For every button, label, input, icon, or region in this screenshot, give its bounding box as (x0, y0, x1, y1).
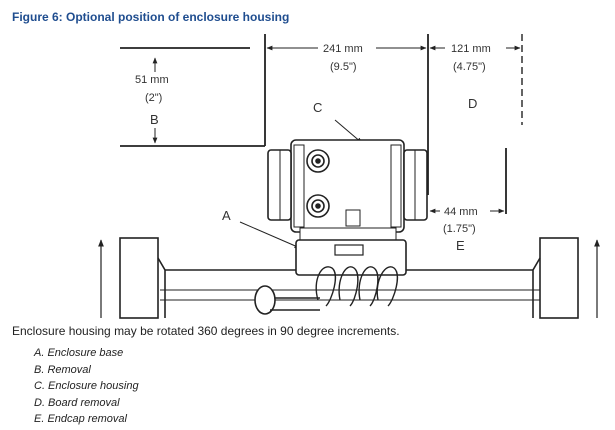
dimension-arrows (152, 45, 521, 249)
figure-title: Figure 6: Optional position of enclosure… (12, 10, 290, 24)
dim-d-letter: D (468, 96, 477, 111)
enclosure-dimension-drawing: 51 mm (2") B 241 mm (9.5") C 121 mm (4.7… (98, 34, 600, 319)
dim-d-in: (4.75") (453, 61, 486, 73)
dim-e-letter: E (456, 238, 465, 253)
dim-d-mm: 121 mm (451, 43, 491, 55)
dimension-reference-lines (120, 34, 523, 214)
end-arrows (98, 239, 600, 318)
legend-item: E. Endcap removal (34, 413, 127, 425)
legend-item: D. Board removal (34, 396, 120, 409)
dim-b-mm: 51 mm (135, 74, 169, 86)
legend-item: A. Enclosure base (34, 347, 124, 359)
figure-caption: Enclosure housing may be rotated 360 deg… (12, 324, 400, 338)
legend-item: B. Removal (34, 363, 91, 376)
legend-item: C. Enclosure housing (34, 380, 139, 392)
dim-c-in: (9.5") (330, 61, 357, 73)
dim-b-letter: B (150, 112, 159, 127)
enclosure-housing (267, 139, 428, 241)
dim-e-in: (1.75") (443, 223, 476, 235)
dim-c-letter: C (313, 100, 322, 115)
figure-legend: A. Enclosure base B. Removal C. Enclosur… (34, 345, 139, 428)
dim-e-mm: 44 mm (444, 206, 478, 218)
callout-a: A (222, 208, 231, 223)
dim-b-in: (2") (145, 92, 162, 104)
enclosure-base (254, 239, 407, 315)
dim-c-mm: 241 mm (323, 43, 363, 55)
